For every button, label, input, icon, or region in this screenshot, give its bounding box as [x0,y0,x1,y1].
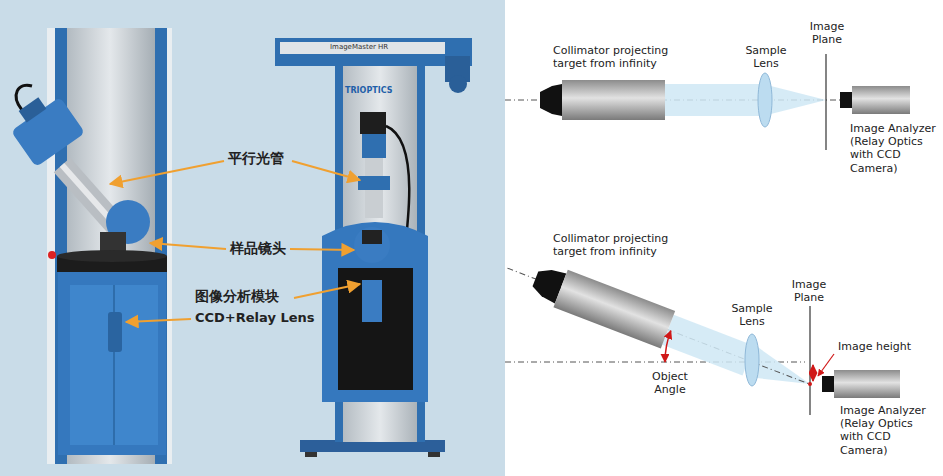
instrument-photo-closeup-part [57,250,167,262]
instrument-photo-full-part [305,452,317,457]
optical-schematic-axial-part [852,86,910,114]
component-label: Image Analyzer (Relay Optics with CCD Ca… [840,404,930,457]
component-label: Sample Lens [728,302,776,328]
instrument-photo-full-part [275,38,472,66]
component-label: Collimator projecting target from infini… [553,44,671,70]
optical-schematic-axial-part [825,54,826,150]
optical-schematic-tilted [500,249,900,415]
instrument-photo-full [275,38,472,457]
instrument-photo-closeup-part [48,251,56,259]
component-label: Image Plane [806,20,848,46]
part-label: CCD+Relay Lens [195,310,315,326]
instrument-photo-full-part [362,280,382,322]
instrument-photo-closeup-part [19,97,47,122]
callout-arrow-part [294,284,360,298]
optical-schematic-axial-part [540,84,562,116]
optical-schematic-tilted-part [665,331,671,362]
instrument-photo-closeup-part [113,285,115,445]
photo-background-part [0,0,505,476]
callout-arrow-part [150,243,226,249]
optical-schematic-axial-part [562,80,665,120]
callout-arrow-part [110,161,224,184]
instrument-photo-full-part [362,134,386,158]
instrument-photo-closeup [4,28,172,464]
instrument-photo-full-part [449,75,467,93]
callout-arrow-part [126,319,191,322]
instrument-photo-full-part [428,452,440,457]
optical-schematic-tilted-part [834,370,900,398]
component-label: Image Analyzer (Relay Optics with CCD Ca… [850,122,940,175]
instrument-photo-full-part [358,176,390,190]
brand-logo: TRIOPTICS [345,86,392,96]
component-label: Image Plane [788,278,830,304]
callout-arrow [110,161,360,322]
optical-schematic-tilted-part [745,334,759,386]
instrument-photo-closeup-part [11,97,85,167]
optical-schematic-tilted-part [822,376,834,392]
instrument-photo-full-part [280,42,445,54]
component-label: Sample Lens [742,44,790,70]
optical-schematic-tilted-part [809,306,810,415]
callout-arrow-part [290,249,354,250]
dimension-label: Image height [838,340,911,353]
dimension-label: Object Angle [646,370,694,396]
instrument-photo-full-part [360,112,386,134]
component-label: Collimator projecting target from infini… [553,232,671,258]
instrument-photo-closeup-part [60,28,160,464]
optical-schematic-tilted-part [553,270,675,349]
optical-schematic-axial-part [840,92,852,108]
instrument-photo-full-part [362,230,382,244]
part-label: 样品镜头 [230,240,286,257]
part-label: 图像分析模块 [195,288,279,305]
instrument-photo-full-part [354,227,390,263]
callout-arrow-part [292,161,360,180]
instrument-photo-closeup-part [70,285,158,445]
instrument-photo-closeup-part [47,28,172,464]
instrument-photo-closeup-part [58,272,166,455]
product-name: ImageMaster HR [330,43,388,51]
optical-schematic-axial-part [758,73,772,127]
part-label: 平行光管 [228,150,284,167]
photo-background [0,0,505,476]
optical-schematic-tilted-part [808,382,812,386]
instrument-photo-closeup-part [108,312,122,352]
optical-schematic-tilted-part [812,365,814,381]
instrument-photo-closeup-part [4,87,85,167]
optical-schematic-tilted-part [818,354,834,376]
optical-schematic-tilted-part [500,249,817,402]
optical-schematic-axial-part [665,84,763,116]
